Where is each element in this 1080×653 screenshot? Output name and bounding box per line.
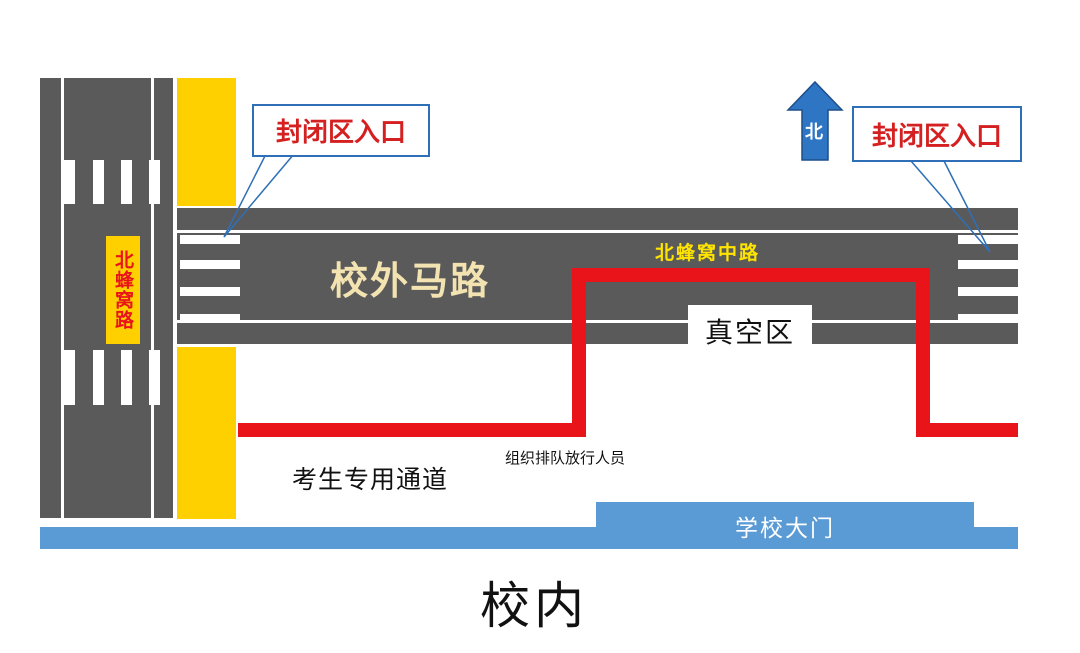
left-road-lane-line [61, 78, 64, 518]
crosswalk-stripe [180, 314, 240, 323]
entrance-callout-right-text: 封闭区入口 [871, 121, 1002, 152]
left-road-name-text: 北蜂窝路 [112, 250, 134, 330]
crosswalk-stripe [93, 160, 104, 204]
crosswalk-stripe [149, 350, 160, 405]
north-arrow-label: 北 [805, 122, 823, 143]
crosswalk-stripe [180, 260, 240, 269]
yellow-zone-top [177, 78, 236, 206]
left-road-name-label: 北蜂窝路 [106, 236, 140, 344]
crosswalk-stripe [958, 260, 1018, 269]
crosswalk-stripe [180, 235, 240, 244]
left-road-lane-line [151, 78, 154, 518]
callout-pointer-left [223, 153, 295, 238]
student-lane-label: 考生专用通道 [292, 465, 449, 494]
yellow-zone-bottom [177, 347, 236, 519]
school-gate-label: 学校大门 [735, 515, 835, 542]
crosswalk-stripe [180, 287, 240, 296]
vacuum-zone-boundary-top [572, 268, 930, 282]
queue-staff-note: 组织排队放行人员 [505, 449, 626, 467]
entrance-callout-left-text: 封闭区入口 [275, 118, 406, 148]
vacuum-zone-label: 真空区 [688, 305, 812, 357]
crosswalk-stripe [958, 287, 1018, 296]
middle-road-label: 北蜂窝中路 [655, 242, 761, 264]
crosswalk-stripe [958, 314, 1018, 323]
crosswalk-stripe [149, 160, 160, 204]
crosswalk-stripe [958, 235, 1018, 244]
outer-road-label: 校外马路 [330, 259, 491, 303]
school-gate: 学校大门 [596, 502, 974, 549]
outer-road-lane-line [177, 230, 1018, 233]
vacuum-zone-boundary-right [916, 268, 930, 437]
north-arrow-icon [786, 80, 844, 161]
vacuum-zone-boundary-left [572, 268, 586, 437]
entrance-callout-left: 封闭区入口 [252, 104, 430, 157]
crosswalk-stripe [64, 350, 75, 405]
crosswalk-stripe [64, 160, 75, 204]
outer-road-lane-line [177, 320, 1018, 323]
vacuum-zone-exit-line [916, 423, 1018, 437]
callout-pointer-right [910, 160, 991, 253]
entrance-callout-right: 封闭区入口 [852, 106, 1022, 162]
inside-school-label: 校内 [480, 577, 588, 635]
vacuum-zone-text: 真空区 [704, 316, 795, 349]
crosswalk-stripe [93, 350, 104, 405]
student-lane-line [238, 423, 585, 437]
crosswalk-stripe [121, 350, 132, 405]
crosswalk-stripe [121, 160, 132, 204]
